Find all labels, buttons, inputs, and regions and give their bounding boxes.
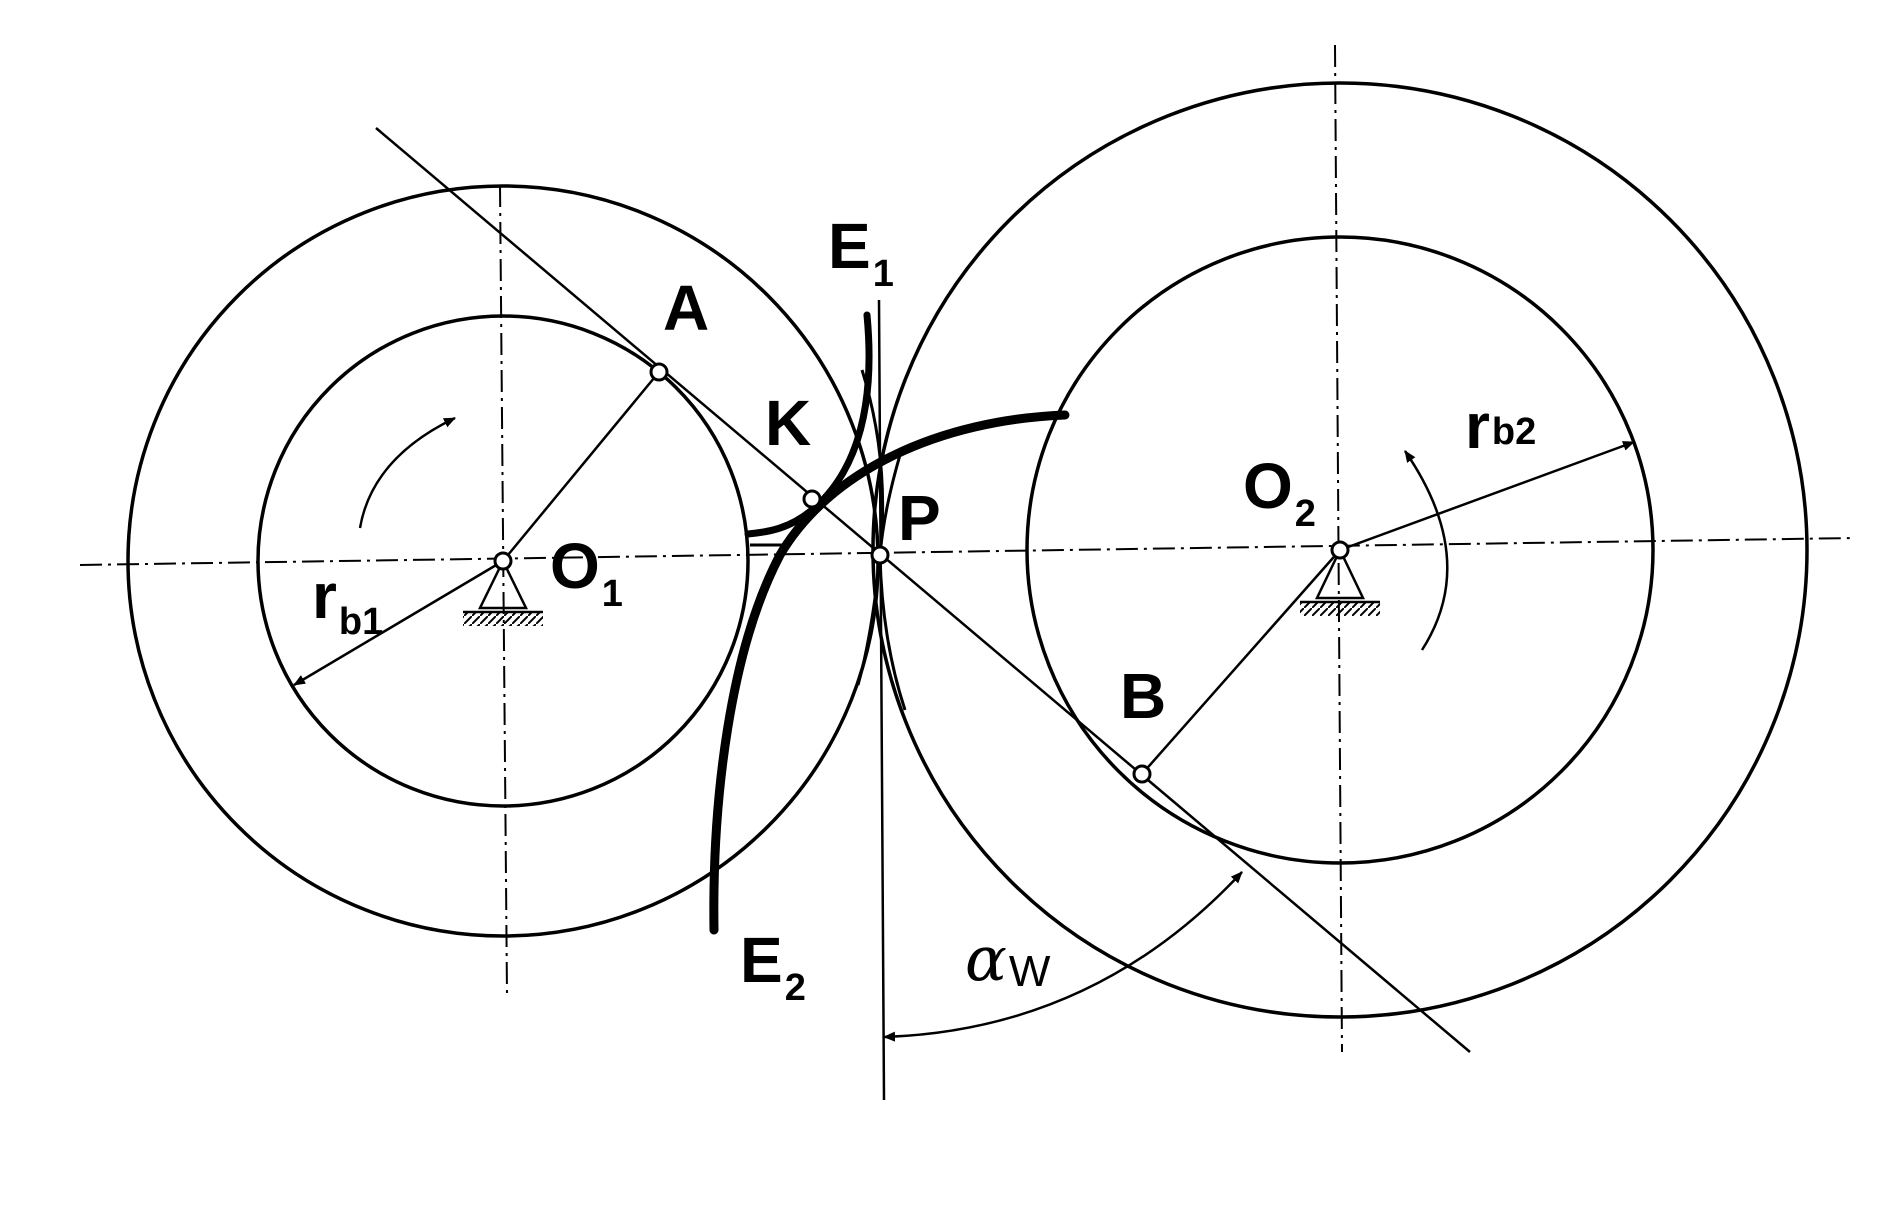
- gear2-vertical-center-line: [1334, 44, 1343, 1053]
- label-rb2: rb2: [1465, 390, 1536, 462]
- gear2-support: [1300, 547, 1380, 616]
- point-O2: [1330, 540, 1350, 560]
- point-K: [802, 489, 822, 509]
- point-A: [649, 362, 669, 382]
- gear2-base-circle: [1025, 235, 1655, 865]
- label-O1: O1: [550, 530, 623, 615]
- label-E1: E1: [828, 210, 894, 295]
- label-E2: E2: [740, 924, 806, 1009]
- gear1-rotation-arrow: [358, 416, 456, 529]
- label-alpha-w: αW: [965, 922, 1051, 996]
- label-O2: O2: [1243, 450, 1316, 535]
- label-rb1: rb1: [312, 560, 383, 643]
- gear1-support: [463, 558, 543, 626]
- gear2-rotation-arrow: [1403, 450, 1449, 651]
- gear1-base-circle: [256, 314, 750, 808]
- label-A: A: [663, 272, 709, 344]
- horizontal-center-line: [79, 537, 1856, 566]
- rb1-dimension-arrow: [293, 559, 504, 687]
- label-P: P: [898, 482, 941, 554]
- pitch-vertical-line: [877, 299, 886, 1101]
- point-O1: [493, 551, 513, 571]
- point-B: [1132, 764, 1152, 784]
- gear1-vertical-center-line: [499, 184, 508, 996]
- radius-O1-A: [502, 371, 660, 562]
- label-B: B: [1120, 660, 1166, 732]
- pressure-angle-arc: [883, 871, 1243, 1042]
- points: [493, 362, 1350, 784]
- point-P: [870, 545, 890, 565]
- involute-E2: [709, 410, 1070, 935]
- rb2-dimension-arrow: [1339, 440, 1635, 552]
- radius-O2-B: [1141, 549, 1341, 775]
- label-K: K: [765, 387, 811, 459]
- center-lines: [79, 44, 1856, 1053]
- line-of-action: [375, 127, 1471, 1053]
